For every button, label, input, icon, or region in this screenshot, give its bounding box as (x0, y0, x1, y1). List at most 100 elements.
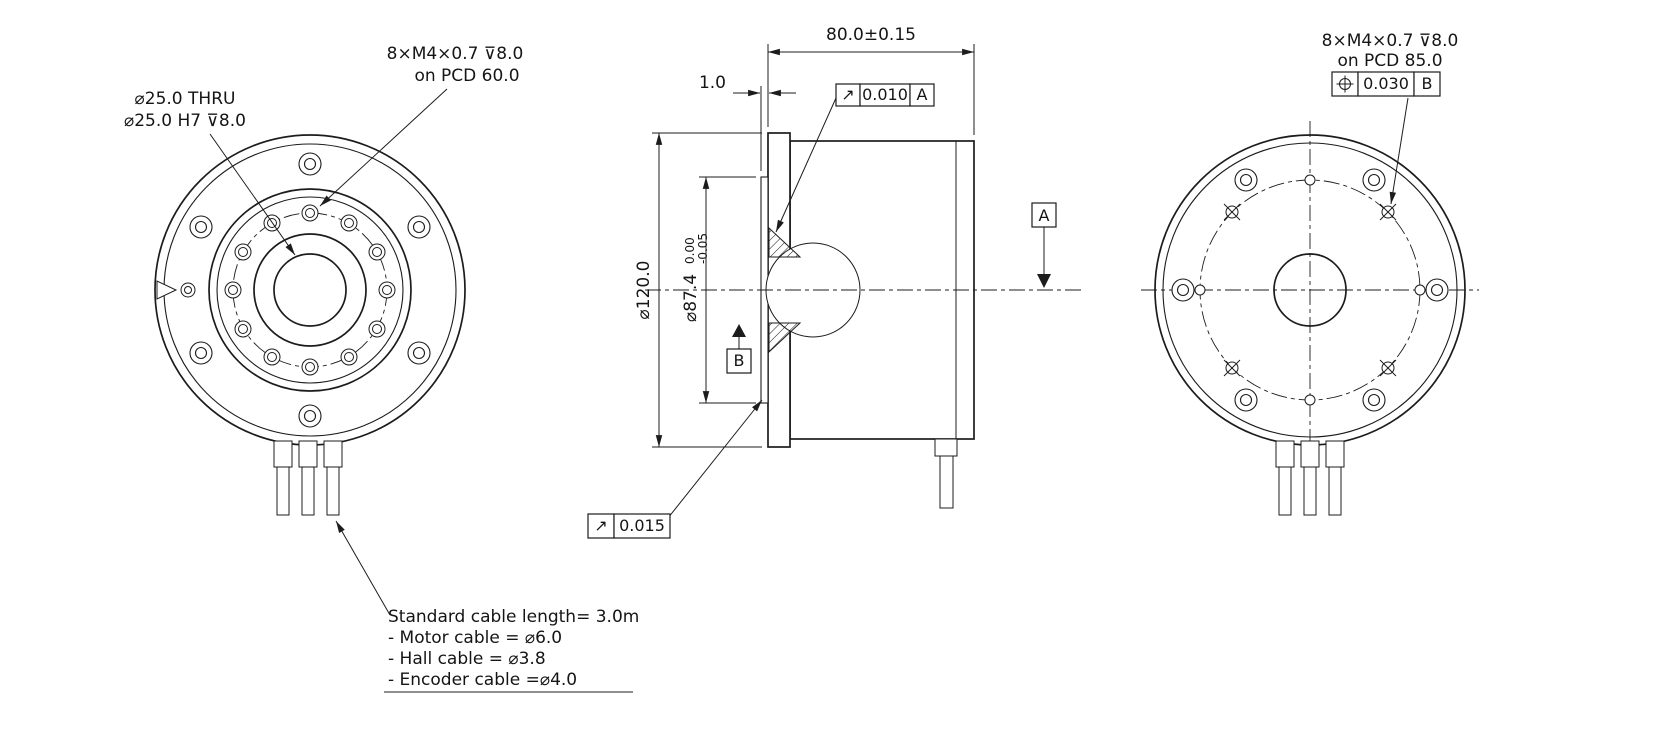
datum-triangle-icon (732, 324, 746, 337)
fcf-datum-cell (1413, 71, 1441, 97)
datum-a-flag: A (1031, 202, 1057, 288)
flange-screw (1171, 278, 1195, 302)
tapped-pcd-hole (1379, 359, 1397, 377)
cable-exit (939, 455, 954, 509)
flange-screw (407, 341, 431, 365)
encoder-cable (323, 440, 343, 516)
front-outer-flange-circle (154, 134, 466, 446)
runout-datum-ref: A (917, 85, 928, 104)
leader-line (319, 88, 448, 207)
runout-value: 0.010 (862, 85, 908, 104)
outer-diameter-text: ⌀120.0 (634, 261, 654, 320)
tapped-hole (234, 320, 252, 338)
front-hub-circle (253, 233, 367, 347)
rear-thread-line2: on PCD 85.0 (1337, 51, 1442, 71)
front-thread-callout: 8×M4×0.7 ⊽8.0 on PCD 60.0 (319, 44, 524, 207)
hall-cable (298, 440, 318, 516)
datum-box (726, 348, 752, 374)
leader-line (667, 399, 763, 519)
outer-diameter-dimension: ⌀120.0 (634, 132, 762, 448)
rear-center-bore (1273, 253, 1347, 327)
width-dimension-text: 80.0±0.15 (826, 25, 916, 45)
front-bore-callout: ⌀25.0 THRU ⌀25.0 H7 ⊽8.0 (124, 89, 296, 256)
runout-frame-top: ↗ 0.010 A (775, 83, 935, 233)
side-hole (184, 286, 192, 294)
flange-screw (298, 404, 322, 428)
flange-screw (1362, 168, 1386, 192)
tapped-hole (378, 281, 396, 299)
tapped-hole (368, 320, 386, 338)
pilot-tolerance-upper: 0.00 (683, 237, 697, 264)
runout-icon: ↗ (841, 85, 854, 104)
section-hatch-bottom (768, 322, 802, 354)
flange-screw (298, 152, 322, 176)
cable-note-line4: - Encoder cable =⌀4.0 (388, 670, 577, 690)
side-view (645, 132, 1085, 509)
bore-callout-line1: ⌀25.0 THRU (135, 89, 236, 109)
position-datum-ref: B (1422, 74, 1433, 93)
flange-screw (189, 215, 213, 239)
encoder-cable (1325, 440, 1345, 516)
tapped-pcd-hole (1223, 203, 1241, 221)
datum-b-label: B (734, 351, 745, 370)
pcd-hole (1414, 284, 1426, 296)
bore-callout-line2: ⌀25.0 H7 ⊽8.0 (124, 111, 246, 131)
datum-a-label: A (1039, 206, 1050, 225)
pilot-diameter-dimension: ⌀87.4 0.00 -0.05 (681, 176, 756, 404)
datum-box (1031, 202, 1057, 228)
width-dimension: 80.0±0.15 (767, 25, 975, 135)
cable-note: Standard cable length= 3.0m - Motor cabl… (335, 520, 639, 693)
front-bolt-circle-centerline (232, 212, 388, 368)
front-boss-inner-edge (216, 196, 404, 384)
front-center-bore (273, 253, 347, 327)
tapped-hole (301, 204, 319, 222)
flange-screw (407, 215, 431, 239)
fcf-symbol-cell (587, 513, 615, 539)
pcd-hole (1304, 394, 1316, 406)
flange-screw (1362, 388, 1386, 412)
pilot-tolerance-lower: -0.05 (696, 233, 710, 264)
pcd-hole (1194, 284, 1206, 296)
datum-triangle-icon (1037, 274, 1051, 288)
tapped-pcd-hole (1223, 359, 1241, 377)
position-value: 0.030 (1363, 74, 1409, 93)
leader-line (775, 97, 837, 233)
motor-cable (1275, 440, 1295, 516)
thread-callout-line1: 8×M4×0.7 ⊽8.0 (387, 44, 524, 64)
side-hole (180, 282, 196, 298)
tapped-hole (224, 281, 242, 299)
tapped-hole (340, 348, 358, 366)
position-symbol-icon (1336, 75, 1354, 93)
fcf-value-cell (1357, 71, 1415, 97)
cable-note-line1: Standard cable length= 3.0m (388, 607, 639, 627)
pcd-hole (1304, 174, 1316, 186)
front-boss-circle (208, 188, 412, 392)
cable-note-line2: - Motor cable = ⌀6.0 (388, 628, 562, 648)
cable-note-line3: - Hall cable = ⌀3.8 (388, 649, 546, 669)
fcf-datum-cell (909, 83, 935, 107)
tapped-hole (368, 243, 386, 261)
runout-icon: ↗ (594, 516, 607, 535)
tapped-hole (301, 358, 319, 376)
flange-screw (1234, 388, 1258, 412)
tapped-pcd-hole (1379, 203, 1397, 221)
tapped-hole (234, 243, 252, 261)
leader-line (335, 520, 391, 616)
hall-cable (1300, 440, 1320, 516)
runout-value: 0.015 (619, 516, 665, 535)
flange-screw (1234, 168, 1258, 192)
step-dimension-text: 1.0 (699, 73, 726, 93)
pilot-diameter-text: ⌀87.4 (681, 274, 701, 322)
step-dimension: 1.0 (699, 73, 796, 171)
rear-view (1141, 121, 1479, 516)
motor-cable (273, 440, 293, 516)
tapped-hole (263, 348, 281, 366)
position-tolerance-frame: 0.030 B (1331, 71, 1441, 205)
thread-callout-line2: on PCD 60.0 (414, 66, 519, 86)
runout-frame-bottom: ↗ 0.015 (587, 399, 763, 539)
front-view (154, 134, 466, 516)
rear-thread-callout: 8×M4×0.7 ⊽8.0 on PCD 85.0 (1322, 31, 1459, 71)
section-hatch-top (768, 226, 802, 258)
